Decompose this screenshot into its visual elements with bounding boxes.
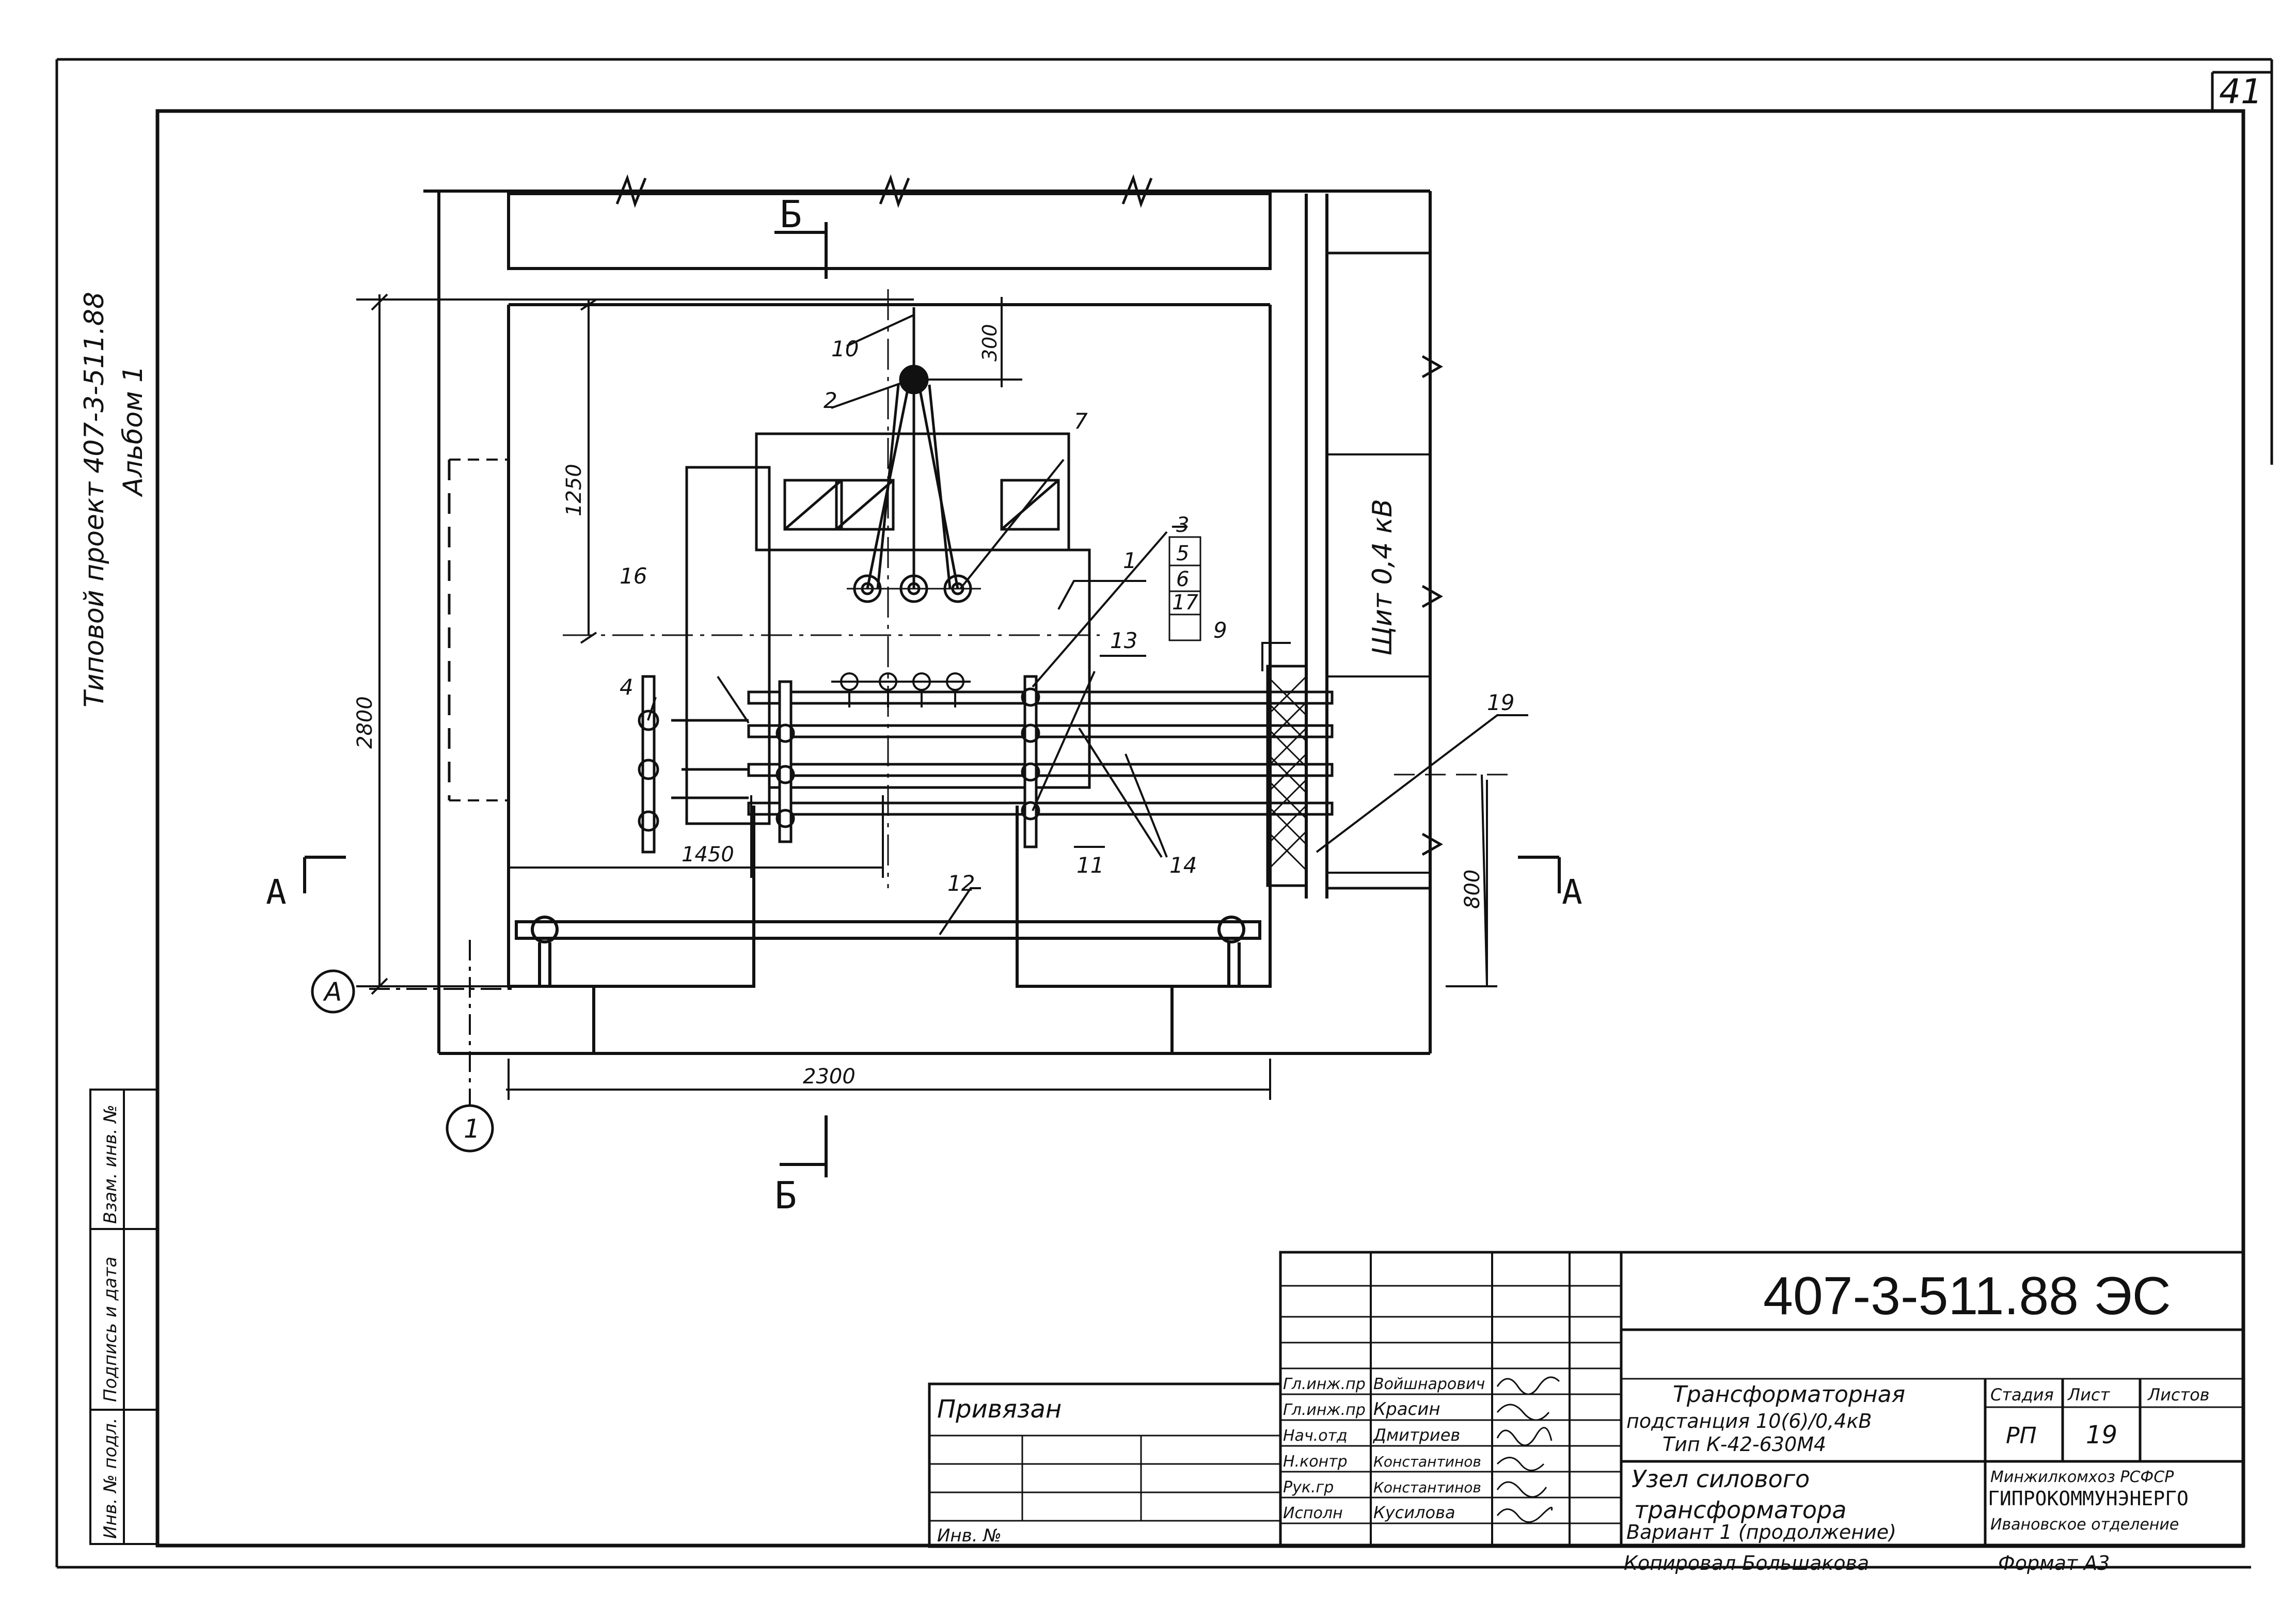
section-mark-bottom: Б [774, 1174, 797, 1217]
copied-by: Копировал Большакова [1624, 1552, 1869, 1574]
view-mark-right: А [1562, 872, 1582, 912]
callout-5: 5 [1176, 542, 1189, 565]
sheet-title-2: трансформатора [1634, 1496, 1846, 1524]
dim-300: 300 [978, 324, 1001, 361]
name-3: Дмитриев [1372, 1425, 1460, 1445]
org-line-1: Минжилкомхоз РСФСР [1990, 1468, 2174, 1486]
axis-letter-a: А [323, 977, 342, 1007]
callout-17: 17 [1172, 591, 1198, 615]
view-mark-left: А [266, 872, 287, 912]
role-3: Нач.отд [1283, 1427, 1348, 1445]
callout-6: 6 [1176, 568, 1189, 591]
dim-1450: 1450 [682, 843, 734, 866]
album-side-label: Альбом 1 [118, 366, 149, 497]
format-label: Формат А3 [1998, 1552, 2110, 1574]
name-4: Константинов [1373, 1453, 1481, 1470]
callout-13: 13 [1110, 628, 1137, 653]
stage-header: Стадия [1990, 1385, 2054, 1405]
callout-2: 2 [824, 388, 837, 413]
callout-12: 12 [947, 871, 975, 896]
sheet-value: 19 [2086, 1421, 2117, 1450]
rail-track [515, 916, 1261, 986]
sheet-title-1: Узел силового [1632, 1465, 1810, 1493]
attached-label: Привязан [937, 1395, 1062, 1424]
object-line-1: Трансформаторная [1673, 1381, 1905, 1408]
dim-2300: 2300 [803, 1065, 856, 1089]
signatures [1496, 1376, 1560, 1523]
panel-label: Щит 0,4 кВ [1367, 499, 1398, 656]
callout-14: 14 [1169, 853, 1197, 878]
stage-value: РП [2006, 1423, 2037, 1449]
inv-label: Инв. № [937, 1525, 1002, 1546]
axis-number-1: 1 [464, 1114, 480, 1144]
callout-3: 3 [1176, 513, 1189, 537]
role-6: Исполн [1283, 1504, 1343, 1522]
role-4: Н.контр [1283, 1453, 1348, 1471]
power-transformer [563, 289, 1100, 888]
side-stamp-strip [89, 1089, 159, 1545]
callout-11: 11 [1076, 853, 1104, 878]
title-block [928, 1251, 2245, 1548]
org-line-2: ГИПРОКОММУНЭНЕРГО [1988, 1487, 2189, 1510]
callout-7: 7 [1074, 408, 1088, 434]
callout-16: 16 [620, 563, 647, 589]
dimension-lines [303, 222, 1561, 1177]
page-number: 41 [2219, 72, 2262, 112]
dim-1250: 1250 [562, 464, 586, 516]
role-2: Гл.инж.пр [1283, 1401, 1366, 1419]
object-line-2: подстанция 10(6)/0,4кВ [1626, 1410, 1872, 1432]
section-mark-top: Б [780, 193, 802, 236]
sheets-header: Листов [2147, 1385, 2210, 1405]
busbars [638, 665, 1508, 887]
dim-2800: 2800 [353, 696, 377, 749]
callout-1: 1 [1123, 548, 1137, 573]
sheet-title-3: Вариант 1 (продолжение) [1626, 1521, 1896, 1543]
name-5: Константинов [1373, 1479, 1481, 1496]
name-2: Красин [1373, 1399, 1440, 1420]
callout-19: 19 [1487, 690, 1514, 715]
name-1: Войшнарович [1373, 1375, 1485, 1393]
role-1: Гл.инж.пр [1283, 1375, 1366, 1393]
callout-10: 10 [831, 336, 859, 361]
sheet-header: Лист [2067, 1385, 2110, 1405]
name-6: Кусилова [1373, 1503, 1455, 1522]
doc-code: 407-3-511.88 ЭС [1763, 1266, 2171, 1326]
side-col-inv-podl: Инв. № подл. [100, 1417, 121, 1539]
side-col-vzam-inv: Взам. инв. № [100, 1105, 121, 1224]
project-side-label: Типовой проект 407-3-511.88 [79, 292, 110, 707]
callout-9: 9 [1213, 618, 1227, 643]
role-5: Рук.гр [1283, 1478, 1334, 1496]
dim-800: 800 [1461, 870, 1484, 909]
object-line-3: Тип К-42-630М4 [1662, 1433, 1826, 1456]
side-col-signature-date: Подпись и дата [100, 1256, 121, 1402]
callout-4: 4 [620, 674, 634, 700]
org-line-3: Ивановское отделение [1990, 1516, 2179, 1534]
